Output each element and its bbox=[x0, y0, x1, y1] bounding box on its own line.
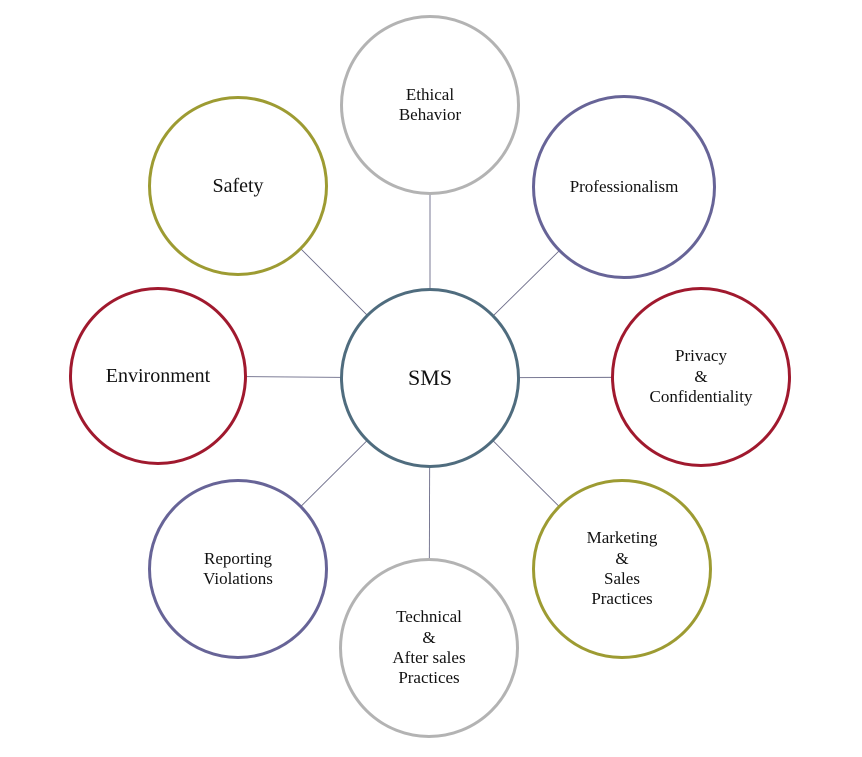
node-label-technical-after-sales-practices: Technical & After sales Practices bbox=[392, 607, 466, 688]
node-label-environment: Environment bbox=[105, 365, 211, 387]
node-label-professionalism: Professionalism bbox=[569, 176, 679, 196]
node-environment: Environment bbox=[69, 287, 247, 465]
node-reporting-violations: Reporting Violations bbox=[148, 479, 328, 659]
node-professionalism: Professionalism bbox=[532, 95, 716, 279]
hub-node-sms: SMS bbox=[340, 288, 520, 468]
node-label-safety: Safety bbox=[212, 175, 264, 197]
hub-label: SMS bbox=[407, 364, 453, 390]
node-technical-after-sales-practices: Technical & After sales Practices bbox=[339, 558, 519, 738]
node-label-privacy-confidentiality: Privacy & Confidentiality bbox=[649, 346, 753, 407]
node-label-marketing-sales-practices: Marketing & Sales Practices bbox=[586, 528, 658, 609]
node-label-reporting-violations: Reporting Violations bbox=[203, 548, 273, 588]
node-ethical-behavior: Ethical Behavior bbox=[340, 15, 520, 195]
node-safety: Safety bbox=[148, 96, 328, 276]
node-privacy-confidentiality: Privacy & Confidentiality bbox=[611, 287, 791, 467]
node-marketing-sales-practices: Marketing & Sales Practices bbox=[532, 479, 712, 659]
node-label-ethical-behavior: Ethical Behavior bbox=[398, 84, 462, 124]
